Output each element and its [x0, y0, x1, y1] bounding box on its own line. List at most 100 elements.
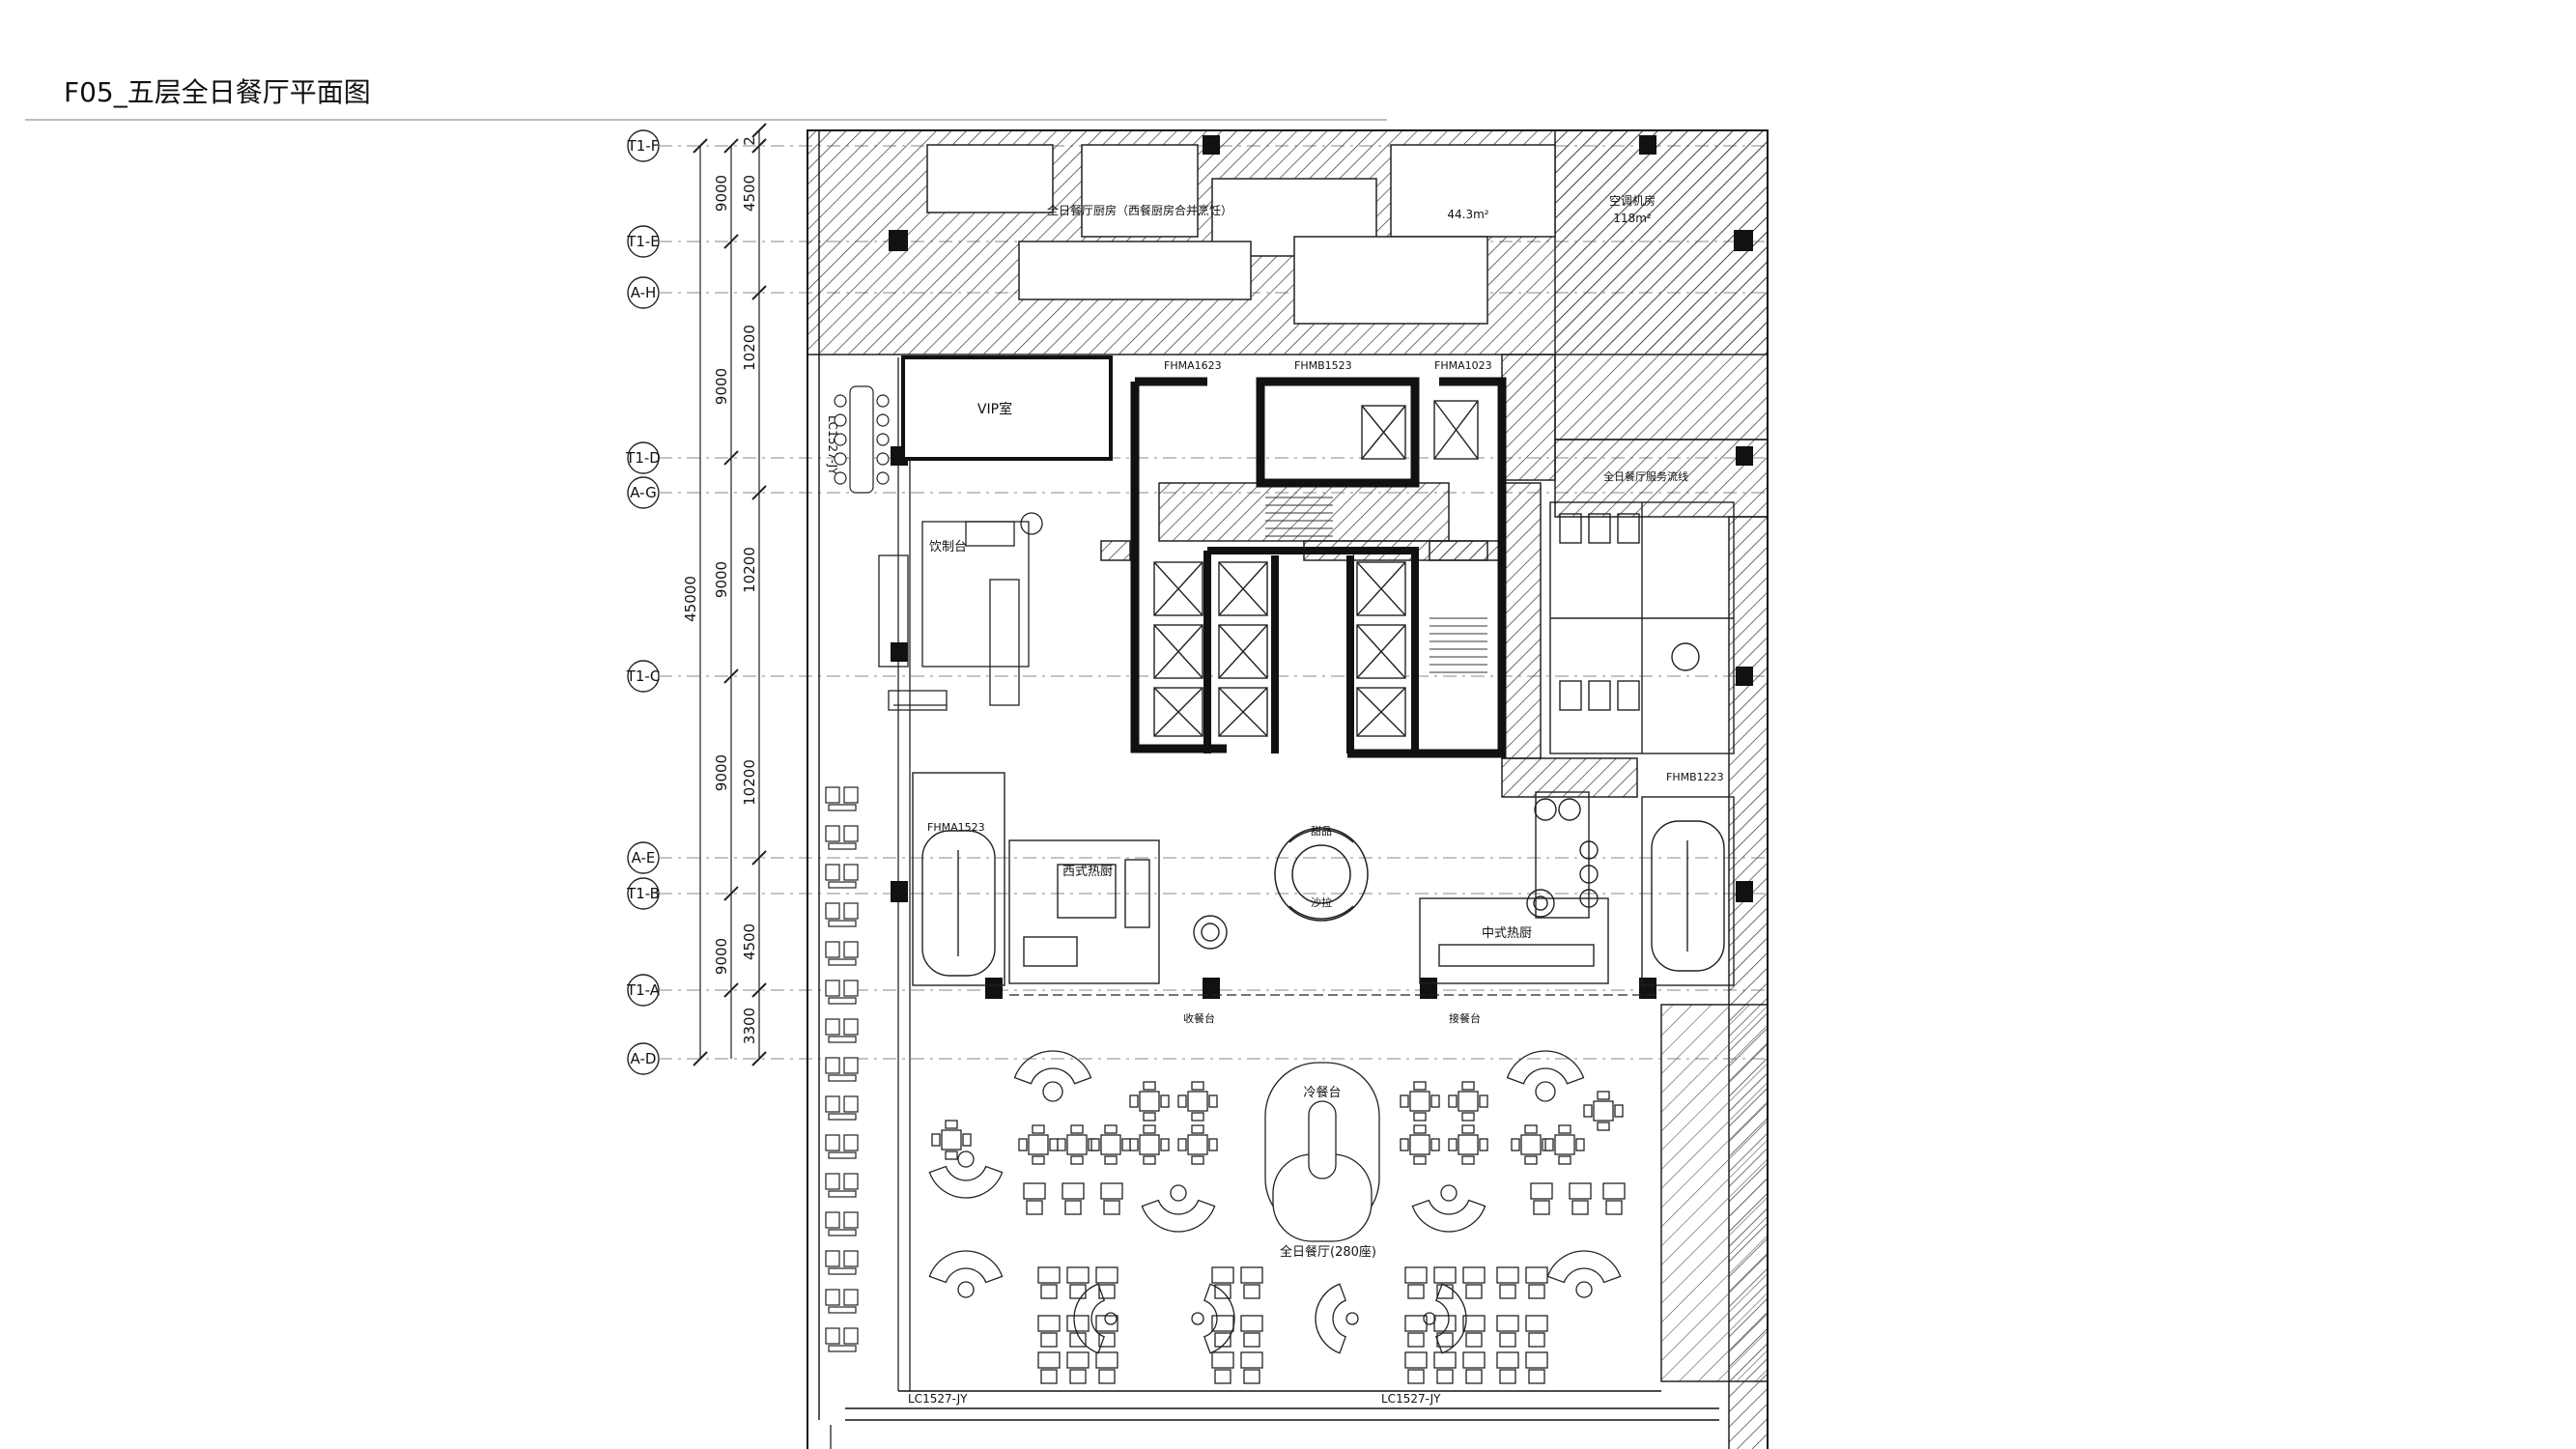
- chair: [1070, 1124, 1084, 1134]
- chair: [1143, 1124, 1156, 1134]
- dining-table: [1211, 1266, 1234, 1284]
- station-label-receive: 接餐台: [1449, 1011, 1481, 1025]
- chair: [1583, 1104, 1593, 1118]
- chair: [1064, 1200, 1082, 1215]
- dining-table: [1462, 1266, 1486, 1284]
- chair: [1614, 1104, 1624, 1118]
- chair: [1208, 1138, 1218, 1151]
- chair: [1121, 1138, 1131, 1151]
- window-seat: [825, 1018, 840, 1036]
- booth-seat: [1013, 1050, 1092, 1085]
- window-seat: [825, 1134, 840, 1151]
- dining-table: [1458, 1134, 1479, 1155]
- chair: [931, 1133, 941, 1147]
- window-seat: [825, 1211, 840, 1229]
- dining-table: [1496, 1351, 1519, 1369]
- booth-table: [1191, 1312, 1204, 1325]
- grid-row-T1-B: [627, 877, 1768, 910]
- chair: [1499, 1284, 1516, 1299]
- chair: [945, 1120, 958, 1129]
- chair: [1499, 1369, 1516, 1384]
- window-seat: [843, 1173, 859, 1190]
- chair: [945, 1151, 958, 1160]
- window-seat: [825, 941, 840, 958]
- booth-table: [957, 1281, 975, 1298]
- chair: [1177, 1138, 1187, 1151]
- chair: [1214, 1332, 1231, 1348]
- chair: [1461, 1124, 1475, 1134]
- dimension-text: 9000: [713, 561, 730, 598]
- dimension-text: 9000: [713, 368, 730, 405]
- booth-table: [1440, 1184, 1458, 1202]
- grid-label: T1-E: [626, 233, 660, 250]
- chair: [1448, 1094, 1458, 1108]
- window-table: [828, 920, 857, 927]
- dining-table: [1066, 1266, 1090, 1284]
- chair: [1461, 1112, 1475, 1122]
- chair: [1018, 1138, 1028, 1151]
- chair: [1069, 1284, 1087, 1299]
- window-table: [828, 1036, 857, 1043]
- title-divider: [25, 119, 1387, 121]
- chair: [1143, 1081, 1156, 1091]
- chair: [1191, 1081, 1204, 1091]
- chair: [1528, 1284, 1545, 1299]
- booth-table: [1345, 1312, 1359, 1325]
- stair-treads: [1265, 497, 1487, 673]
- dining-table: [1139, 1134, 1160, 1155]
- dining-table: [1404, 1351, 1428, 1369]
- chair: [1461, 1155, 1475, 1165]
- dining-table: [1240, 1266, 1263, 1284]
- window-seat: [825, 825, 840, 842]
- grid-label: A-D: [631, 1050, 657, 1067]
- dining-table: [1404, 1266, 1428, 1284]
- chair: [1533, 1200, 1550, 1215]
- booth-seat: [1315, 1283, 1346, 1354]
- chair: [1430, 1138, 1440, 1151]
- window-seat: [825, 1289, 840, 1306]
- dining-table: [1409, 1134, 1430, 1155]
- chair: [1040, 1332, 1058, 1348]
- chair: [1026, 1200, 1043, 1215]
- dining-table: [1569, 1182, 1592, 1200]
- chair: [1177, 1094, 1187, 1108]
- dining-table: [1240, 1351, 1263, 1369]
- room-area-ac: 118m²: [1613, 212, 1652, 225]
- window-seat: [843, 980, 859, 997]
- booth-table: [1104, 1312, 1118, 1325]
- booth-table: [1535, 1081, 1556, 1102]
- chair: [1069, 1332, 1087, 1348]
- chair: [1558, 1124, 1571, 1134]
- chair: [1413, 1155, 1427, 1165]
- booth-table: [1170, 1184, 1187, 1202]
- chair: [1430, 1094, 1440, 1108]
- chair: [1499, 1332, 1516, 1348]
- chair: [1129, 1138, 1139, 1151]
- window-seat: [843, 1250, 859, 1267]
- dining-table: [1602, 1182, 1626, 1200]
- dining-table: [1458, 1091, 1479, 1112]
- window-seat: [825, 902, 840, 920]
- dining-table: [1409, 1091, 1430, 1112]
- chair: [1528, 1332, 1545, 1348]
- chair: [1479, 1138, 1488, 1151]
- window-table: [828, 1229, 857, 1236]
- chair: [1049, 1138, 1059, 1151]
- dimension-chains: [693, 123, 767, 1066]
- dining-table: [1095, 1266, 1118, 1284]
- window-table: [828, 1190, 857, 1198]
- dining-table: [1525, 1315, 1548, 1332]
- chair: [1524, 1124, 1538, 1134]
- booth-seat: [1073, 1283, 1105, 1354]
- chair: [1103, 1200, 1120, 1215]
- grid-label: A-H: [631, 284, 657, 301]
- window-table: [828, 1345, 857, 1352]
- window-table: [828, 1113, 857, 1121]
- chair: [1098, 1284, 1116, 1299]
- dining-table: [1066, 1134, 1088, 1155]
- chair: [1191, 1124, 1204, 1134]
- chair: [1032, 1155, 1045, 1165]
- chair: [1465, 1332, 1483, 1348]
- dining-table: [1525, 1266, 1548, 1284]
- chair: [1465, 1369, 1483, 1384]
